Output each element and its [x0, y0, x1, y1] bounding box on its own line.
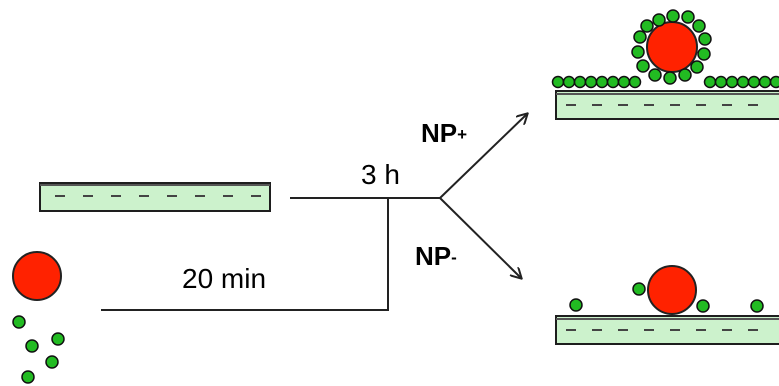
branch-label-positive-base: NP	[421, 118, 457, 148]
result-negative	[556, 266, 779, 344]
large-particle	[13, 252, 61, 300]
small-particle	[26, 340, 38, 352]
substrate-positive	[556, 91, 779, 119]
branch-label-negative: NP-	[415, 241, 457, 271]
large-particle-negative	[648, 266, 696, 314]
time-label-20min: 20 min	[182, 263, 266, 294]
result-positive	[553, 10, 779, 119]
branch-label-negative-sign: -	[451, 248, 457, 267]
large-particle-positive	[647, 22, 697, 72]
small-particle	[22, 371, 34, 383]
branch-label-negative-base: NP	[415, 241, 451, 271]
branch-label-positive: NP+	[421, 118, 467, 148]
small-particle	[46, 356, 58, 368]
particle-mixture	[13, 252, 64, 383]
small-particle	[13, 316, 25, 328]
substrate-start	[40, 183, 270, 211]
time-label-3h: 3 h	[361, 159, 400, 190]
small-particle	[52, 333, 64, 345]
substrate-negative	[556, 316, 779, 344]
branch-label-positive-sign: +	[457, 125, 467, 144]
